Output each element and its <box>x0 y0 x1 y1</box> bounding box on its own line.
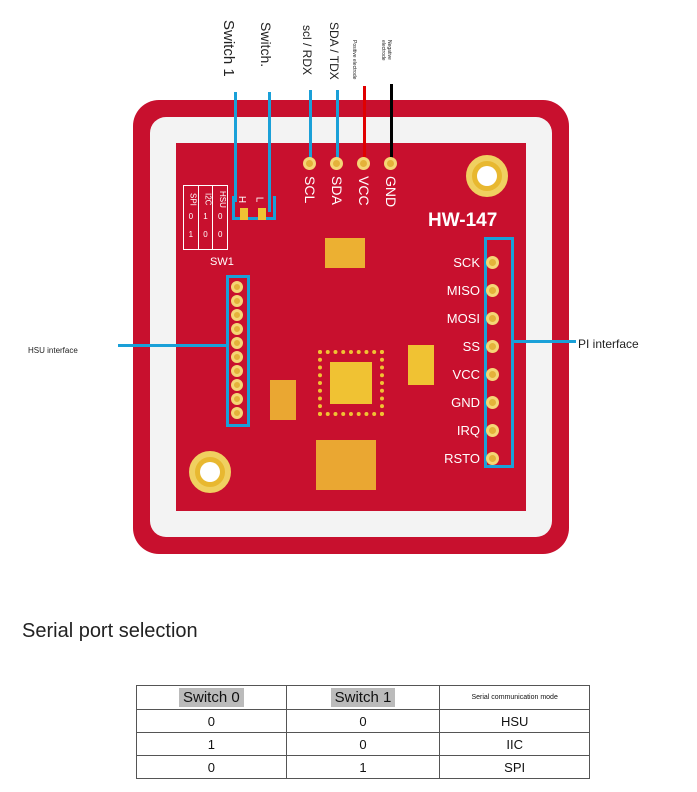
silk-mode-table: HSU 0 0 I2C 1 0 SPI 0 1 <box>183 185 228 250</box>
label-negative: Negative electrode <box>380 40 392 61</box>
silk-cell: I2C <box>203 192 213 206</box>
pin-label: SS <box>462 338 480 354</box>
pi-interface-label: PI interface <box>578 337 639 351</box>
pin-label-vcc: VCC <box>356 176 372 206</box>
hsu-interface-label: HSU interface <box>28 346 78 355</box>
wire-scl <box>309 90 312 160</box>
switch-pad <box>258 208 266 220</box>
mount-hole <box>466 155 508 197</box>
component <box>408 345 434 385</box>
pin-label-sda: SDA <box>329 176 345 205</box>
serial-mode-table: Switch 0 Switch 1 Serial communication m… <box>136 685 590 779</box>
label-sda-tdx: SDA / TDX <box>327 22 341 80</box>
mount-hole <box>189 451 231 493</box>
pin-row: GND <box>430 388 510 416</box>
cell: 1 <box>136 732 287 756</box>
pin-row: RSTO <box>430 444 510 472</box>
pin-label: MOSI <box>446 310 480 326</box>
cell: HSU <box>439 709 590 733</box>
cell: 0 <box>136 709 287 733</box>
chip-pad <box>330 362 372 404</box>
component <box>270 380 296 420</box>
pin-sda <box>330 157 343 170</box>
pin-row: MISO <box>430 276 510 304</box>
silk-cell: SPI <box>188 192 198 206</box>
pin-row: IRQ <box>430 416 510 444</box>
pi-callout-line <box>514 340 576 343</box>
pin-row: SCK <box>430 248 510 276</box>
pin-label: SCK <box>453 254 480 270</box>
wire-positive <box>363 86 366 160</box>
cell: 0 <box>285 732 441 756</box>
pin-label-scl: SCL <box>302 176 318 204</box>
nfc-chip <box>318 350 384 416</box>
cell: 0 <box>136 755 287 779</box>
silk-cell: 1 <box>203 211 208 221</box>
switch-pad <box>240 208 248 220</box>
wire-switch0 <box>268 92 271 212</box>
header-mode: Serial communication mode <box>439 685 590 710</box>
silk-cell: HSU <box>218 190 227 208</box>
hsu-pins <box>231 281 245 419</box>
switch-label: SW1 <box>210 256 234 268</box>
spi-header-box <box>484 237 514 468</box>
header-switch1: Switch 1 <box>330 688 396 707</box>
pin-label: MISO <box>446 282 480 298</box>
hsu-header-box <box>226 275 250 427</box>
pin-row: VCC <box>430 360 510 388</box>
wire-sda <box>336 90 339 160</box>
pin-vcc <box>357 157 370 170</box>
pin-label-gnd: GND <box>383 176 399 208</box>
label-switch0: Switch. <box>258 22 274 68</box>
pin-row: SS <box>430 332 510 360</box>
silk-cell: 0 <box>217 211 223 221</box>
wire-negative <box>390 84 393 160</box>
antenna-frame <box>150 117 552 537</box>
pin-label: VCC <box>452 366 480 382</box>
pin-label: RSTO <box>444 450 480 466</box>
label-scl-rdx: scl / RDX <box>300 25 314 76</box>
pin-row: MOSI <box>430 304 510 332</box>
hsu-callout-line <box>118 344 226 347</box>
switch-mark-h: H <box>236 195 248 204</box>
silk-cell: 0 <box>217 230 223 240</box>
cell: SPI <box>439 755 590 779</box>
wire-switch1 <box>234 92 237 202</box>
cell: IIC <box>439 732 590 756</box>
pin-label: GND <box>451 394 480 410</box>
pin-scl <box>303 157 316 170</box>
section-title: Serial port selection <box>22 620 198 642</box>
pin-label: IRQ <box>456 422 480 438</box>
label-switch1: Switch 1 <box>220 20 237 77</box>
label-positive: Positive electrode <box>351 40 357 80</box>
model-label: HW-147 <box>428 210 498 231</box>
spi-pins: SCK MISO MOSI SS VCC GND IRQ RSTO <box>430 248 510 472</box>
component <box>325 238 365 268</box>
silk-cell: 0 <box>188 211 194 221</box>
header-switch0: Switch 0 <box>178 688 244 707</box>
cell: 0 <box>285 709 441 733</box>
cell: 1 <box>285 755 441 779</box>
component <box>316 440 376 490</box>
pin-gnd <box>384 157 397 170</box>
silk-cell: 0 <box>203 230 208 240</box>
table-header-row: Switch 0 Switch 1 Serial communication m… <box>136 685 590 710</box>
switch-callout-box <box>232 196 276 220</box>
silk-cell: 1 <box>188 230 194 240</box>
switch-mark-l: L <box>253 196 265 203</box>
